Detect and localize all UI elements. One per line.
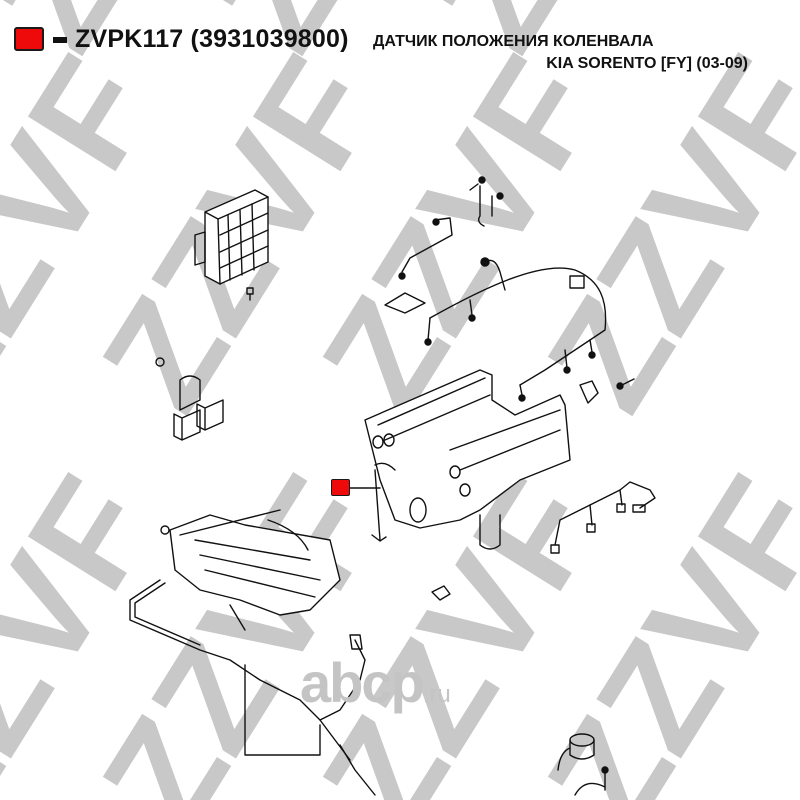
legend-dash	[53, 37, 67, 43]
breather-pipes	[129, 579, 376, 796]
part-code: ZVPK117 (3931039800)	[75, 25, 349, 53]
relay-block	[155, 357, 224, 441]
vehicle-model: KIA SORENTO [FY] (03-09)	[546, 55, 748, 72]
knock-sensor	[557, 733, 609, 796]
engine-control-module	[194, 189, 269, 301]
part-header: ZVPK117 (3931039800) ДАТЧИК ПОЛОЖЕНИЯ КО…	[0, 0, 800, 100]
injector-harness	[431, 481, 656, 601]
engine-block	[349, 369, 571, 550]
intake-manifold	[160, 509, 341, 616]
site-watermark: abcp.ru	[300, 651, 451, 714]
part-name: ДАТЧИК ПОЛОЖЕНИЯ КОЛЕНВАЛА	[373, 33, 654, 50]
part-callout-marker[interactable]	[331, 479, 350, 496]
legend-marker-icon	[14, 27, 44, 51]
wiring-harness	[384, 176, 635, 404]
